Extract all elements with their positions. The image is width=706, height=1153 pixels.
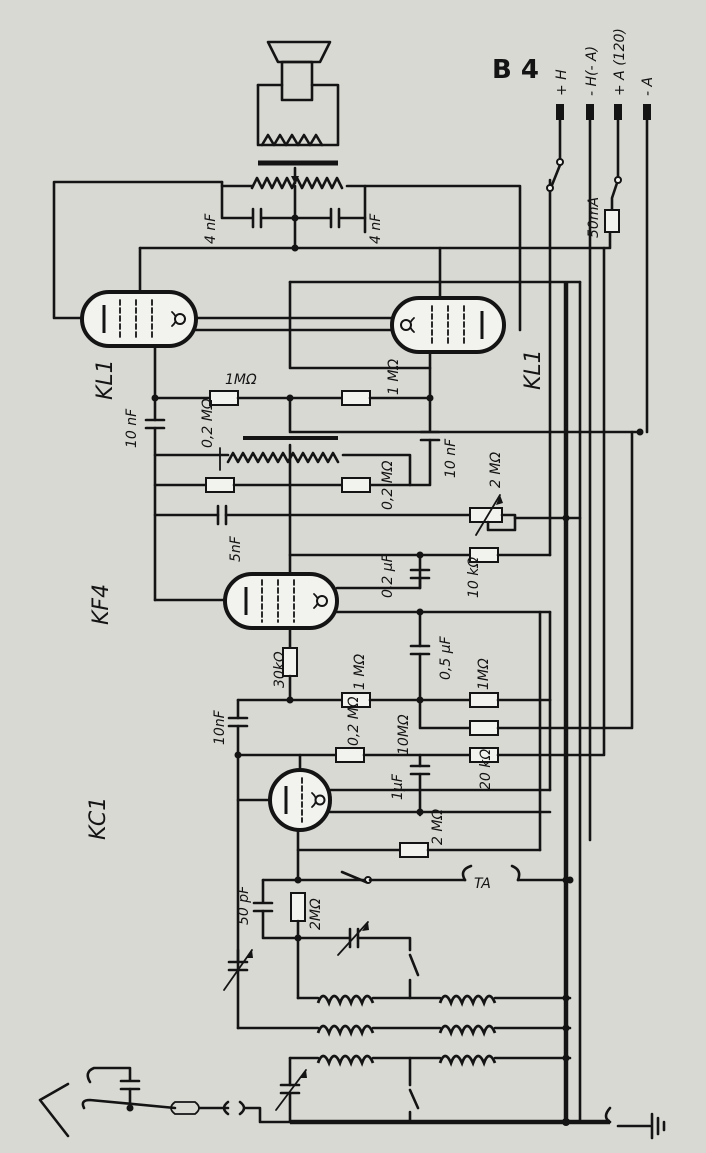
tube-label-kf4: KF4 [89,584,114,625]
antenna [38,1082,70,1138]
resistor-label: 20 kΩ [478,749,494,790]
cap-label: 10 nF [124,408,140,448]
diagram-title: B 4 [492,55,539,85]
cap-label: 4 nF [368,213,384,244]
tube-label-kl1: KL1 [521,349,546,390]
resistor-label: 1MΩ [476,658,492,690]
resistor-label: 0,2 MΩ [380,460,396,510]
tube-kl1-left [80,290,198,348]
cap-label: 0,5 μF [438,635,454,680]
resistor-label: 1 MΩ [352,654,368,690]
tube-kc1 [268,768,332,832]
resistor-label: 10 kΩ [466,557,482,598]
resistor-label: 0,2 MΩ [200,398,216,448]
loudspeaker [256,40,340,147]
resistor-label: 30kΩ [272,651,288,688]
ta-label: TA [474,876,491,892]
resistor-label: 10MΩ [396,714,412,755]
cap-label: 0,2 μF [380,553,396,598]
terminal-label: - A [640,77,656,96]
terminal-label: + H [554,69,570,96]
tube-label-kl1: KL1 [93,359,118,400]
cap-label: 10 nF [443,438,459,478]
terminal-label: + A (120) [612,28,628,96]
output-transformer [250,160,344,190]
supply-terminals [556,104,651,120]
cap-label: 1μF [390,773,406,800]
resistor-label: 1MΩ [225,372,257,388]
resistor-label: 2 MΩ [430,809,446,845]
tube-kl1-right [390,296,506,354]
resistor-label: 1 MΩ [386,359,402,395]
pot-label: 2 MΩ [488,452,504,488]
tube-label-kc1: KC1 [86,797,111,840]
cap-label: 10nF [212,709,228,745]
tube-kf4 [223,572,339,630]
cap-label: 50 pF [236,885,252,925]
fuse-label: 50mA [586,197,602,238]
terminal-label: - H(- A) [584,46,600,96]
cap-label: 4 nF [203,213,219,244]
resistor-label: 0,2 MΩ [346,696,362,746]
rf-coils [236,994,572,1067]
resistor-label: 2MΩ [308,898,324,930]
cap-label: 5nF [228,535,244,562]
